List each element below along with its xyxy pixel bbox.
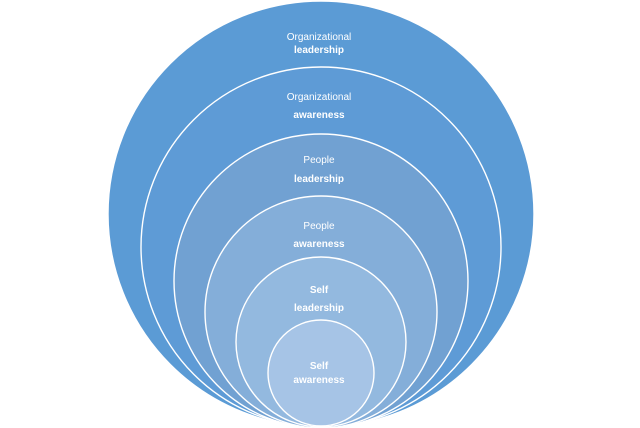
ring-label-line2: awareness (293, 375, 345, 386)
ring-label-line2: leadership (294, 174, 344, 185)
ring-label-line1: Self (310, 285, 329, 296)
ring-label-line2: leadership (294, 45, 344, 56)
ring-self-awareness (267, 319, 375, 427)
ring-label-line1: Organizational (287, 92, 351, 103)
ring-label-line1: Self (310, 361, 329, 372)
ring-label-line1: People (303, 221, 335, 232)
ring-label-line2: awareness (293, 110, 345, 121)
ring-label-line1: People (303, 155, 335, 166)
ring-label-line1: Organizational (287, 32, 351, 43)
ring-label-line2: leadership (294, 303, 344, 314)
ring-label-line2: awareness (293, 239, 345, 250)
